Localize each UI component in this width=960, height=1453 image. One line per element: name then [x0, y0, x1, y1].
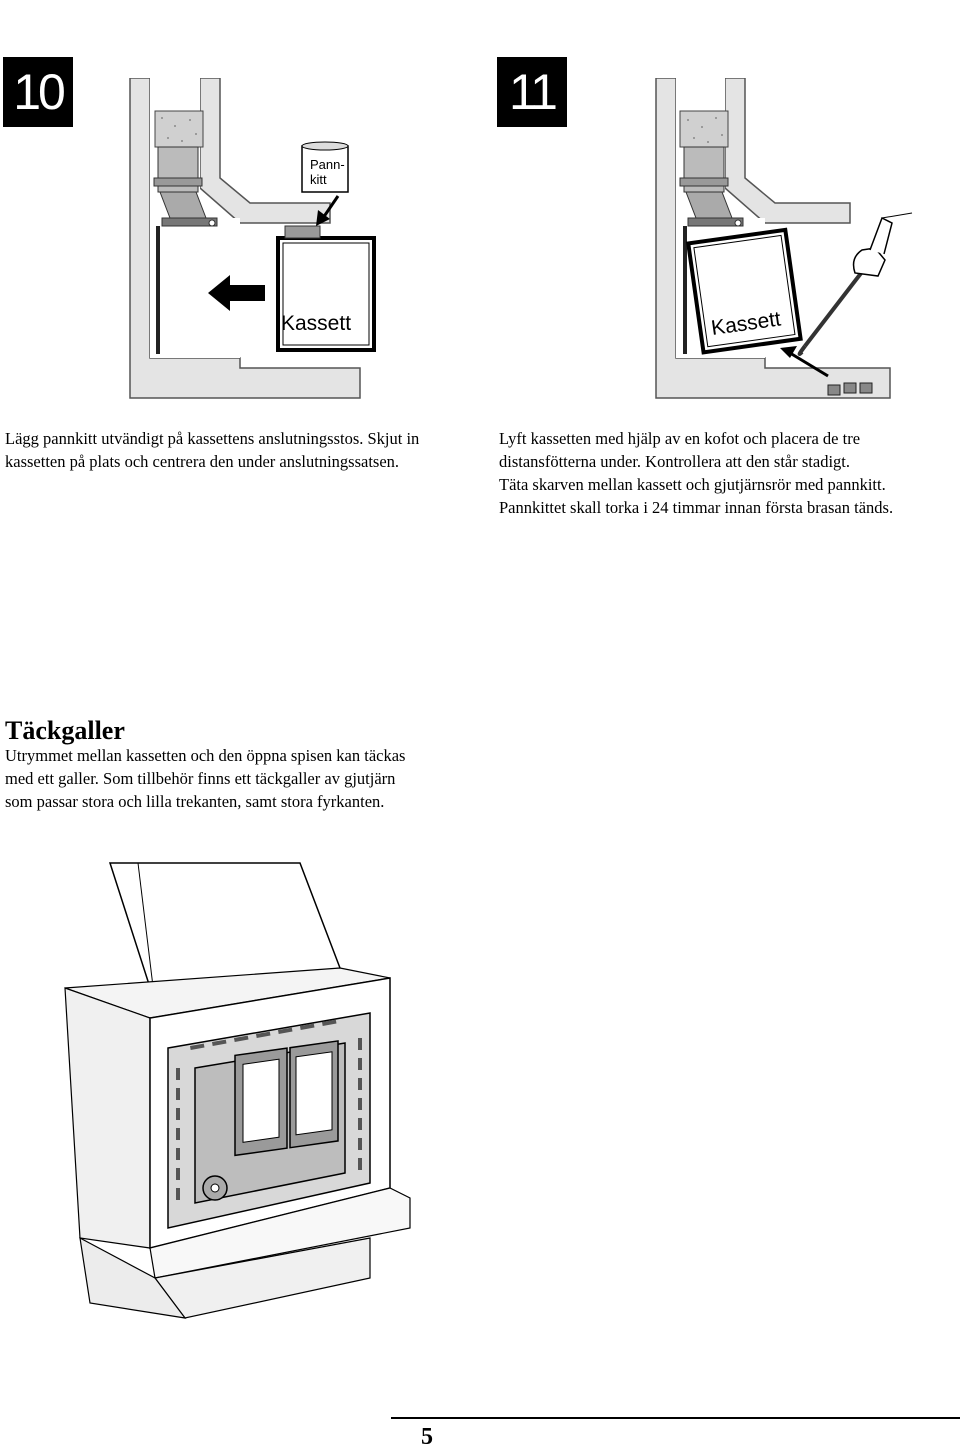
step-10-can-label-line1: Pann-	[310, 157, 345, 172]
step-11-text: Lyft kassetten med hjälp av en kofot och…	[499, 427, 957, 519]
step-11-text-line: Lyft kassetten med hjälp av en kofot och…	[499, 429, 861, 448]
step-10-cassette-label: Kassett	[281, 312, 351, 335]
fireplace-illustration	[64, 862, 411, 1319]
section-text: Utrymmet mellan kassetten och den öppna …	[5, 744, 477, 813]
footer-rule	[391, 1417, 960, 1419]
section-title: Täckgaller	[5, 716, 125, 745]
section-text-line: Utrymmet mellan kassetten och den öppna …	[5, 746, 406, 765]
step-10-illustration: Kassett Pann- kitt	[129, 78, 376, 399]
step-10-text-line: kassetten på plats och centrera den unde…	[5, 452, 400, 471]
step-10-text-line: Lägg pannkitt utvändigt på kassettens an…	[5, 429, 420, 448]
step-10-can-label-line2: kitt	[310, 172, 327, 187]
step-11-text-line: distansfötterna under. Kontrollera att d…	[499, 452, 850, 471]
step-11-badge: 11	[497, 57, 567, 127]
step-11-text-line: Pannkittet skall torka i 24 timmar innan…	[499, 498, 894, 517]
step-11-text-line: Täta skarven mellan kassett och gjutjärn…	[499, 475, 886, 494]
step-11-illustration: Kassett	[655, 78, 913, 399]
page-number: 5	[421, 1424, 433, 1450]
section-text-line: med ett galler. Som tillbehör finns ett …	[5, 769, 396, 788]
section-text-line: som passar stora och lilla trekanten, sa…	[5, 792, 385, 811]
step-10-text: Lägg pannkitt utvändigt på kassettens an…	[5, 427, 463, 473]
step-10-badge: 10	[3, 57, 73, 127]
